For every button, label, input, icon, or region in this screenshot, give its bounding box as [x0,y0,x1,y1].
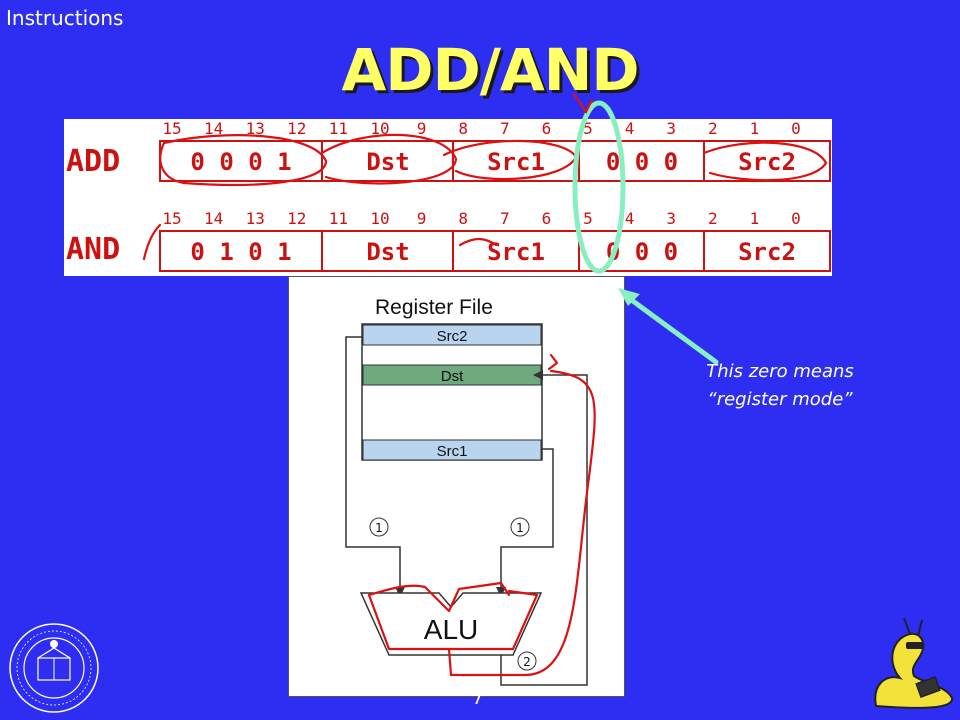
bit-number-label: 10 [370,209,389,228]
bit-number-label: 4 [625,209,635,228]
bit-number-label: 8 [458,119,468,138]
mnemonic-add: ADD [66,144,120,179]
arrowheads [395,370,543,597]
bit-number-label: 4 [625,119,635,138]
bit-number-label: 6 [542,119,552,138]
bit-number-label: 1 [750,119,760,138]
step-1-left: 1 [375,521,383,535]
add-src2-field: Src2 [738,148,796,176]
register-src1-row [362,439,542,461]
register-src1-label: Src1 [437,443,468,460]
note-line-1: This zero means [706,361,854,382]
and-src1-field: Src1 [487,238,545,266]
and-dst-field: Dst [366,238,409,266]
and-opcode-field: 0 1 0 1 [190,238,291,266]
step-markers [369,517,537,671]
register-file-diagram: Register File Src2 Dst Src1 ALU 1 1 [345,296,596,686]
page-number: 7 [472,688,484,709]
bit-number-label: 0 [791,119,801,138]
slug-mascot-icon [874,617,954,709]
register-mode-note: This zero means “register mode” [660,358,900,414]
bit-number-label: 13 [246,119,265,138]
register-file-panel: Register File Src2 Dst Src1 ALU 1 1 [288,276,625,697]
bit-number-label: 15 [162,209,181,228]
step-1-right: 1 [516,521,524,535]
mnemonic-and: AND [66,232,120,267]
bit-number-label: 7 [500,209,510,228]
and-mode-field: 0 0 0 [606,238,678,266]
note-line-2: “register mode” [707,389,853,410]
bit-number-label: 12 [287,209,306,228]
register-src2-label: Src2 [437,328,468,345]
add-mode-field: 0 0 0 [606,148,678,176]
register-file-title: Register File [375,296,493,319]
bit-number-label: 5 [583,209,593,228]
register-file-block [361,323,543,461]
add-opcode-field: 0 0 0 1 [190,148,291,176]
bit-number-label: 3 [666,119,676,138]
slide-title: ADD/AND [341,36,640,104]
bit-number-label: 7 [500,119,510,138]
alu-shape [359,592,543,656]
bit-number-label: 2 [708,119,718,138]
bit-number-label: 12 [287,119,306,138]
university-seal-logo [9,623,99,713]
bit-number-label: 1 [750,209,760,228]
bit-number-label: 13 [246,209,265,228]
register-src2-row [362,324,542,346]
bit-number-label: 14 [204,119,223,138]
add-dst-field: Dst [366,148,409,176]
alu-label: ALU [424,614,478,645]
bit-number-label: 3 [666,209,676,228]
bit-number-label: 11 [329,119,348,138]
bit-number-label: 9 [417,209,427,228]
bit-number-label: 15 [162,119,181,138]
and-src2-field: Src2 [738,238,796,266]
bit-number-label: 2 [708,209,718,228]
ink-traces [367,353,596,677]
bit-number-label: 10 [370,119,389,138]
bit-number-label: 14 [204,209,223,228]
register-dst-label: Dst [441,368,464,385]
add-src1-field: Src1 [487,148,545,176]
section-label: Instructions [6,6,124,30]
bit-number-label: 11 [329,209,348,228]
bit-number-label: 0 [791,209,801,228]
mode-bit-pointer-arrow [623,293,719,365]
bit-number-label: 8 [458,209,468,228]
bit-number-label: 9 [417,119,427,138]
bit-number-label: 6 [542,209,552,228]
step-2: 2 [523,655,531,669]
bit-number-label: 5 [583,119,593,138]
